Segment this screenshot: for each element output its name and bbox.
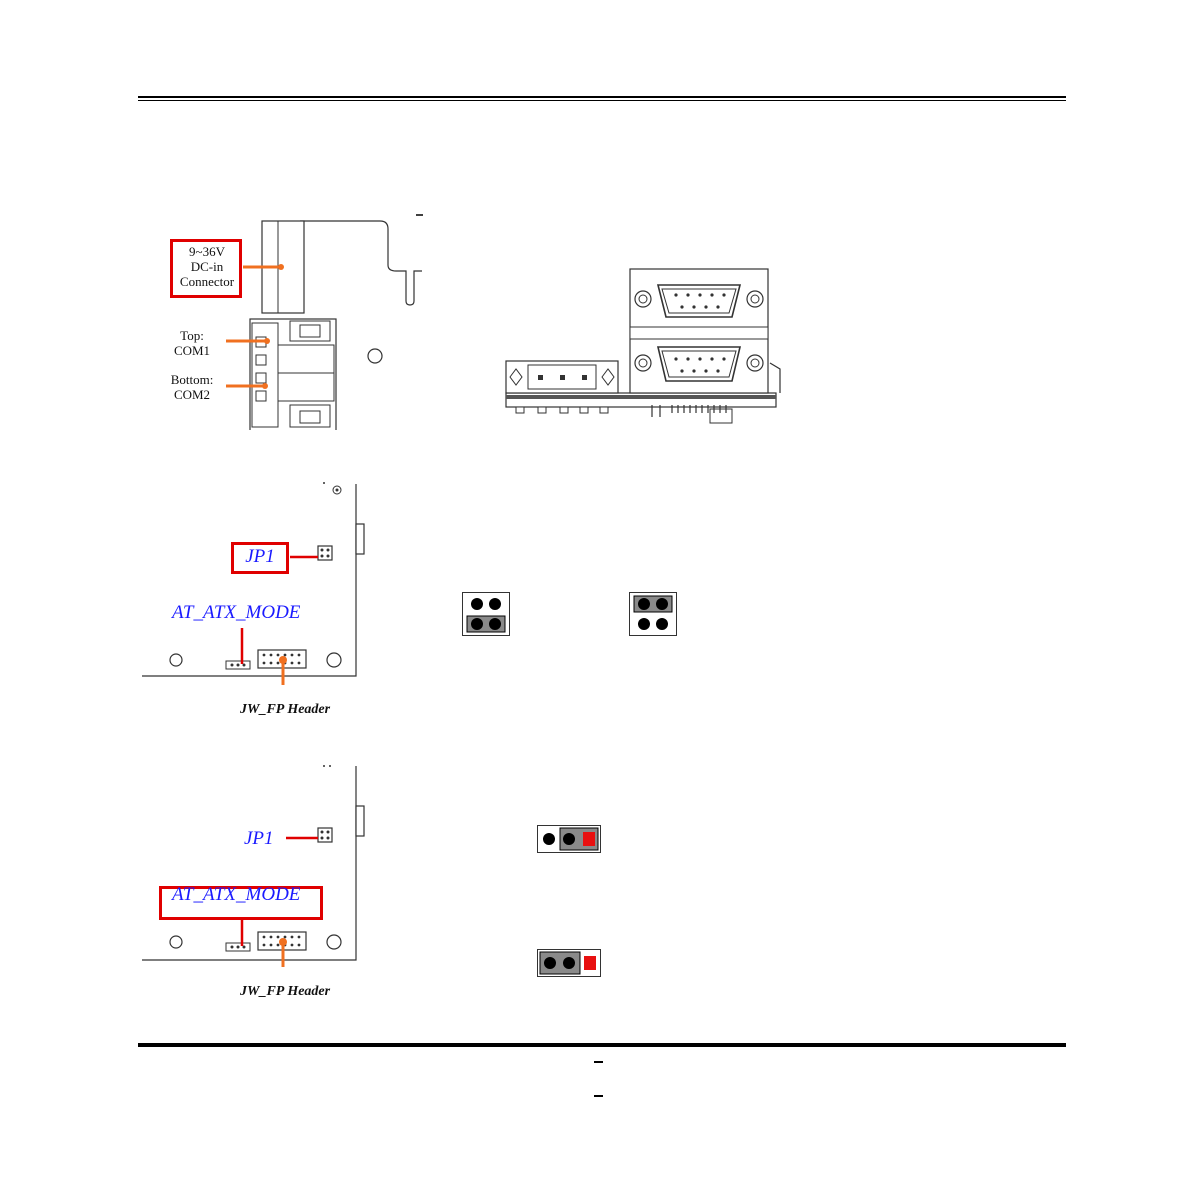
footer-dash-2 (594, 1095, 603, 1097)
at-atx-mode-label: AT_ATX_MODE (172, 602, 300, 624)
jp1-setting-b (629, 592, 677, 636)
com-top-position: Top: (160, 328, 224, 343)
com-bottom-position: Bottom: (160, 372, 224, 387)
at-atx-mode-label-2: AT_ATX_MODE (172, 884, 300, 906)
at-atx-setting-b (537, 949, 601, 977)
jp1-setting-a (462, 592, 510, 636)
com-top-port: COM1 (160, 343, 224, 358)
header-rule-thin (138, 100, 1066, 101)
jw-fp-header-label-2: JW_FP Header (240, 984, 330, 1000)
footer-dash-1 (594, 1061, 603, 1063)
dc-in-voltage: 9~36V (172, 244, 242, 259)
jw-fp-header-label: JW_FP Header (240, 702, 330, 718)
board-corner-jp1 (138, 480, 368, 685)
dc-in-connector-text: Connector (172, 274, 242, 289)
at-atx-setting-b-pins (538, 950, 600, 976)
jp1-label: JP1 (231, 546, 289, 568)
at-atx-setting-a (537, 825, 601, 853)
dc-in-label: 9~36V DC-in Connector (172, 244, 242, 289)
com-bottom-label: Bottom: COM2 (160, 372, 224, 402)
dc-in-text: DC-in (172, 259, 242, 274)
com-top-label: Top: COM1 (160, 328, 224, 358)
jp1-setting-b-pins (630, 593, 676, 635)
com-bottom-port: COM2 (160, 387, 224, 402)
footer-rule (138, 1043, 1066, 1047)
at-atx-setting-a-pins (538, 826, 600, 852)
jp1-label-2: JP1 (244, 828, 274, 850)
header-rule (138, 96, 1066, 98)
board-corner-at-atx (138, 762, 368, 967)
jp1-setting-a-pins (463, 593, 509, 635)
rear-io-diagram (500, 265, 790, 430)
